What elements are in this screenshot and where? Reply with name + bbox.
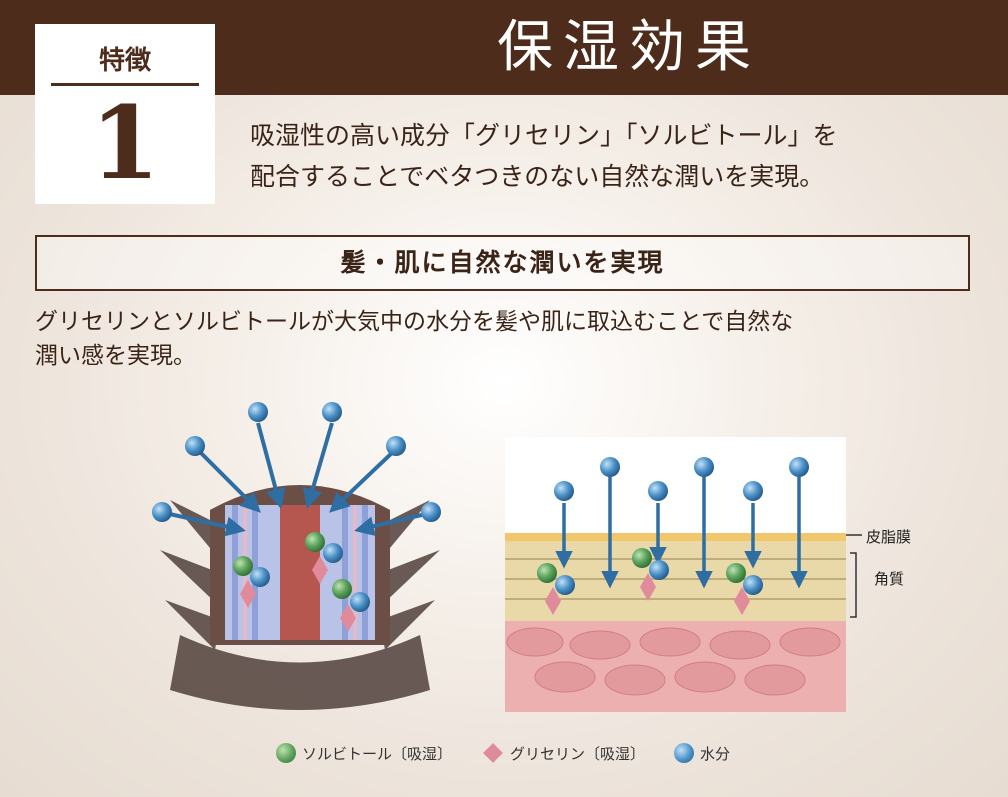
legend-sorbitol-label: ソルビトール〔吸湿〕 xyxy=(302,744,453,763)
stratum-label: 角質 xyxy=(874,570,905,588)
blue-circle-icon xyxy=(674,743,694,763)
page-title: 保湿効果 xyxy=(497,15,761,80)
section-body-line-2: 潤い感を実現。 xyxy=(35,343,196,369)
section-body-line-1: グリセリンとソルビトールが大気中の水分を髪や肌に取込むことで自然な xyxy=(35,309,794,335)
hair-cross-section-illustration xyxy=(152,402,441,710)
hair-molecules xyxy=(233,532,370,632)
legend-glycerin: グリセリン〔吸湿〕 xyxy=(482,741,645,765)
epidermis-cells xyxy=(505,621,846,712)
sebum-label: 皮脂膜 xyxy=(866,528,912,546)
section-title: 髪・肌に自然な潤いを実現 xyxy=(340,248,665,277)
feature-number: 1 xyxy=(90,84,160,202)
badge-divider xyxy=(51,83,199,86)
skin-molecules xyxy=(537,548,763,615)
green-circle-icon xyxy=(276,743,296,763)
pink-diamond-icon xyxy=(483,743,503,763)
lead-line-2: 配合することでベタつきのない自然な潤いを実現。 xyxy=(250,162,825,191)
lead-line-1: 吸湿性の高い成分「グリセリン」「ソルビトール」を xyxy=(250,121,838,150)
legend-water-label: 水分 xyxy=(700,744,731,763)
section-heading-box: 髪・肌に自然な潤いを実現 xyxy=(35,235,970,291)
legend-sorbitol: ソルビトール〔吸湿〕 xyxy=(276,741,452,765)
legend-glycerin-label: グリセリン〔吸湿〕 xyxy=(510,744,646,763)
skin-cross-section-illustration xyxy=(505,437,846,712)
feature-badge: 特徴 1 xyxy=(35,24,215,204)
skin-arrows xyxy=(555,477,808,589)
moisture-arrows xyxy=(164,422,431,537)
section-body: グリセリンとソルビトールが大気中の水分を髪や肌に取込むことで自然な 潤い感を実現… xyxy=(35,305,985,373)
legend-water: 水分 xyxy=(674,741,730,765)
water-drops xyxy=(152,402,441,522)
skin-label-bracket xyxy=(846,534,862,618)
sebum-layer xyxy=(505,533,846,541)
lead-text: 吸湿性の高い成分「グリセリン」「ソルビトール」を 配合することでベタつきのない自… xyxy=(250,115,990,197)
hair-medulla xyxy=(280,505,320,640)
skin-water-drops xyxy=(554,457,809,501)
feature-label: 特徴 xyxy=(98,46,151,76)
